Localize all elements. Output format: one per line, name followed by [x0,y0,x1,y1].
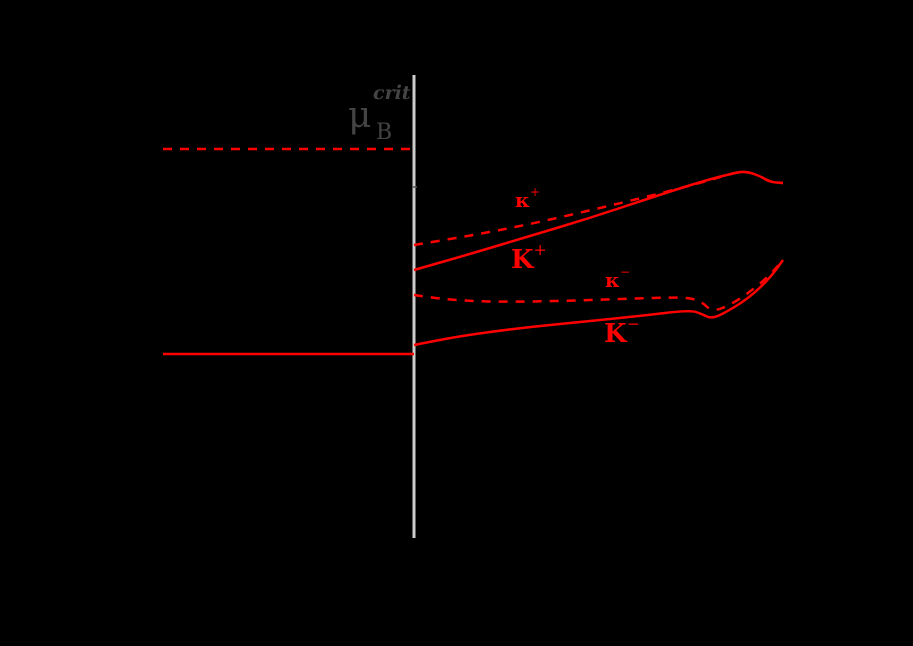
minus-sign: − [620,265,631,279]
k-plus-solid-curve [413,170,784,272]
kappa-plus-label: κ+ [515,186,540,212]
mu-symbol: μ [348,95,372,136]
kappa-plus-text: κ [515,188,530,212]
kappa-plus-dashed-curve [413,170,784,247]
plus-sign: + [533,241,547,259]
k-plus-label: K+ [511,242,547,275]
plus-sign: + [530,185,541,199]
kappa-minus-text: κ [605,268,620,292]
mu-subscript: B [376,120,393,145]
kappa-minus-label: κ− [605,266,630,292]
minus-sign: − [626,315,640,333]
kappa-minus-dashed-curve [413,259,784,312]
mu-superscript: crit [373,82,411,104]
k-plus-text: K [511,245,534,275]
k-minus-label: K− [604,316,640,349]
k-minus-solid-curve [413,259,785,347]
k-minus-text: K [604,319,627,349]
